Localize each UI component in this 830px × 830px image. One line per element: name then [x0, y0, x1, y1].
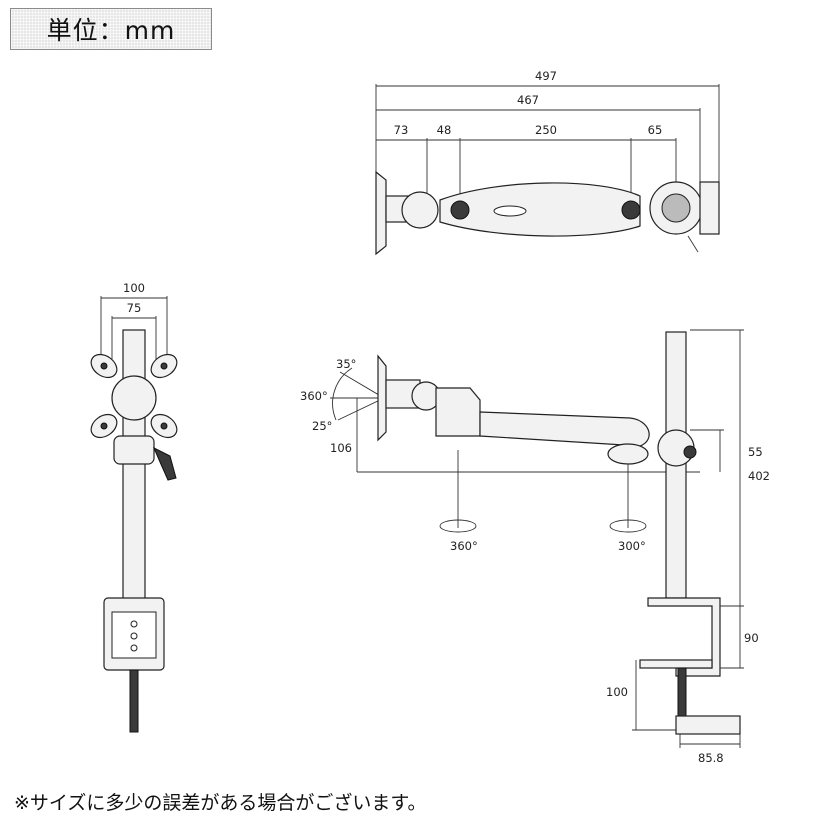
dim-48: 48 — [437, 123, 452, 137]
arm-rot-2-label: 300° — [618, 539, 646, 553]
joint-2-top — [450, 200, 470, 220]
dim-250: 250 — [535, 123, 557, 137]
dim-106: 106 — [330, 441, 352, 455]
dim-65: 65 — [648, 123, 663, 137]
vesa-plate-side — [377, 354, 387, 442]
lever-front — [153, 446, 177, 481]
pole-front — [122, 329, 146, 601]
arm-top — [439, 182, 641, 237]
rotation-mark-2 — [609, 519, 647, 533]
tilt-down-label: 25° — [312, 419, 332, 433]
arm-rot-1-label: 360° — [450, 539, 478, 553]
dim-73: 73 — [394, 123, 409, 137]
side-view: 35° 360° 25° 106 360° 300° 55 — [300, 329, 770, 765]
dim-467: 467 — [517, 93, 539, 107]
front-view: 100 75 — [90, 281, 178, 733]
joint-3-top — [621, 200, 641, 220]
dim-100-front: 100 — [123, 281, 145, 295]
vesa-plate-top — [375, 170, 387, 256]
dim-85-8: 85.8 — [698, 751, 724, 765]
disclaimer-note: ※サイズに多少の誤差がある場合がございます。 — [14, 792, 427, 814]
arm-base-side — [607, 443, 649, 465]
rotation-mark-1 — [439, 519, 477, 533]
arm-side — [479, 411, 650, 447]
dim-55: 55 — [748, 445, 763, 459]
clamp-top — [699, 181, 720, 235]
collar-front — [113, 435, 155, 465]
dim-75-front: 75 — [127, 301, 142, 315]
dim-100-side: 100 — [606, 685, 628, 699]
knob-side — [683, 445, 697, 459]
dim-90: 90 — [744, 631, 759, 645]
desk-pad-side — [639, 659, 713, 669]
dim-402: 402 — [748, 469, 770, 483]
top-view: 497 467 73 48 250 65 — [375, 69, 720, 256]
joint-1-top — [401, 191, 439, 229]
tilt-arc — [332, 367, 353, 421]
dim-497: 497 — [535, 69, 557, 83]
screw-front — [129, 669, 139, 733]
rotate-label: 360° — [300, 389, 328, 403]
tilt-up-label: 35° — [336, 357, 356, 371]
vesa-hub-front — [111, 375, 157, 421]
screw-plate-side — [675, 715, 741, 735]
unit-label: 単位：mm — [10, 8, 212, 50]
elbow-side — [435, 387, 481, 437]
